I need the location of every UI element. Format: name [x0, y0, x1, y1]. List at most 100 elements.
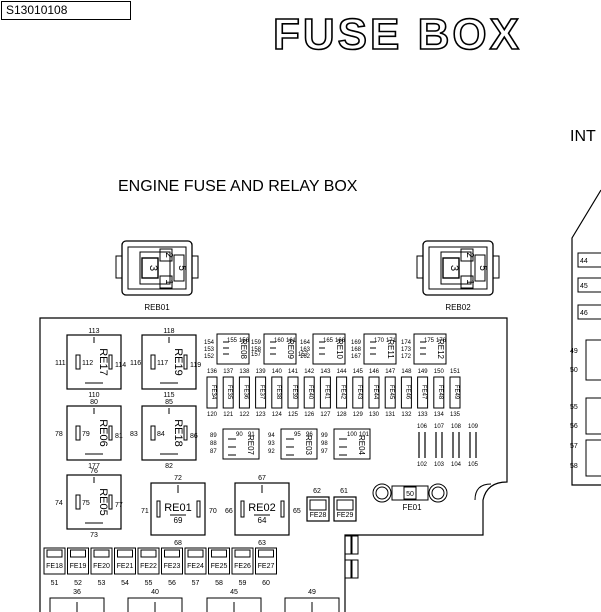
- relay-bottom: 40: [127, 589, 183, 612]
- fuse-body: [577, 277, 601, 293]
- pin-label: 147: [385, 369, 396, 375]
- relay-label: RE09: [286, 339, 295, 360]
- pin-label: 91: [248, 432, 255, 438]
- pin-label: 112: [82, 360, 93, 367]
- relay-bottom: 45: [206, 589, 262, 612]
- relay-pin: [75, 354, 81, 370]
- bolt: [375, 486, 389, 500]
- relay-body: [234, 482, 290, 536]
- fuse-window: [258, 549, 274, 558]
- pin-label: 163: [300, 347, 311, 353]
- interior-fuse: 44: [577, 252, 601, 268]
- pin-label: 44: [580, 258, 588, 265]
- pin-label: 76: [90, 468, 98, 475]
- pin-label: 134: [434, 412, 445, 418]
- relay-body: [206, 597, 262, 612]
- pin-label: 173: [401, 347, 412, 353]
- fuse-label: FE18: [46, 563, 63, 570]
- fuse-body: [577, 304, 601, 320]
- fuse-label: FE43: [356, 385, 362, 400]
- connector-latch: [115, 255, 123, 279]
- terminal-block: [351, 559, 359, 579]
- pin-label: 118: [163, 328, 174, 335]
- terminal-block: [351, 535, 359, 555]
- relay-body: [280, 428, 318, 460]
- pin-label: 119: [190, 362, 201, 369]
- relay-pin: [156, 500, 161, 518]
- pin-label: 75: [82, 500, 90, 507]
- pin-label: 71: [141, 508, 149, 515]
- relay-body: [141, 405, 197, 461]
- fuse-label: FE20: [93, 563, 110, 570]
- fuse-label: FE41: [323, 385, 329, 400]
- fuse-body: [43, 547, 66, 575]
- pin-label: 136: [207, 369, 218, 375]
- interior-fuse: 45: [577, 277, 601, 293]
- relay-bottom: 49: [284, 589, 340, 612]
- connector-body: [127, 246, 187, 290]
- fuse-body: [271, 376, 283, 409]
- fuse-window: [234, 549, 251, 558]
- relay-body: [333, 428, 371, 460]
- pin-label: 128: [337, 412, 348, 418]
- fuse-label: FE25: [211, 563, 228, 570]
- fuse-label: FE45: [388, 385, 394, 400]
- interior-fuse: 46: [577, 304, 601, 320]
- pin-label: 89: [210, 433, 217, 439]
- pin-label: 111: [55, 360, 66, 367]
- fuse-window: [117, 549, 133, 558]
- pin-label: 87: [210, 449, 217, 455]
- bolt: [431, 486, 445, 500]
- pin-label: 84: [157, 431, 165, 438]
- pin-label: 161: [286, 338, 297, 344]
- pin-label: 110: [88, 392, 99, 399]
- relay-bottom: 36: [49, 589, 105, 612]
- fuse-body: [319, 376, 331, 409]
- pin-label: 170: [374, 338, 385, 344]
- fuse-body: [255, 547, 277, 575]
- fuse-window: [336, 499, 354, 511]
- fuse-body: [184, 547, 207, 575]
- fuse-body: [255, 376, 267, 409]
- relay-label: RE03: [304, 435, 313, 456]
- pin-label: 80: [90, 399, 98, 406]
- interior-relay: [585, 397, 601, 435]
- relay-body: [216, 333, 250, 365]
- fuse-label: FE49: [453, 385, 459, 400]
- relay-label: RE06: [97, 419, 109, 447]
- relay-pin: [75, 494, 81, 510]
- pin-label: 57: [570, 443, 578, 450]
- fuse-label: FE47: [421, 385, 427, 400]
- pin-label: 135: [450, 412, 461, 418]
- relay-body: [66, 474, 122, 530]
- fuse-body: [238, 376, 250, 409]
- pin-label: 159: [251, 340, 262, 346]
- pin-cell: [460, 248, 474, 262]
- pin-label: 122: [239, 412, 250, 418]
- pin-label: 165: [323, 338, 334, 344]
- relay-label: RE02: [248, 502, 276, 514]
- fuse-label: FE01: [402, 503, 422, 512]
- pin-label: 68: [174, 540, 182, 547]
- pin-label: 104: [451, 462, 462, 468]
- pin-label: 59: [239, 580, 247, 587]
- fuse-label: FE35: [226, 385, 232, 400]
- fuse-label: FE19: [70, 563, 87, 570]
- pin-label: 77: [115, 502, 123, 509]
- connector-pin-label: 1: [464, 279, 475, 285]
- pin-label: 129: [353, 412, 364, 418]
